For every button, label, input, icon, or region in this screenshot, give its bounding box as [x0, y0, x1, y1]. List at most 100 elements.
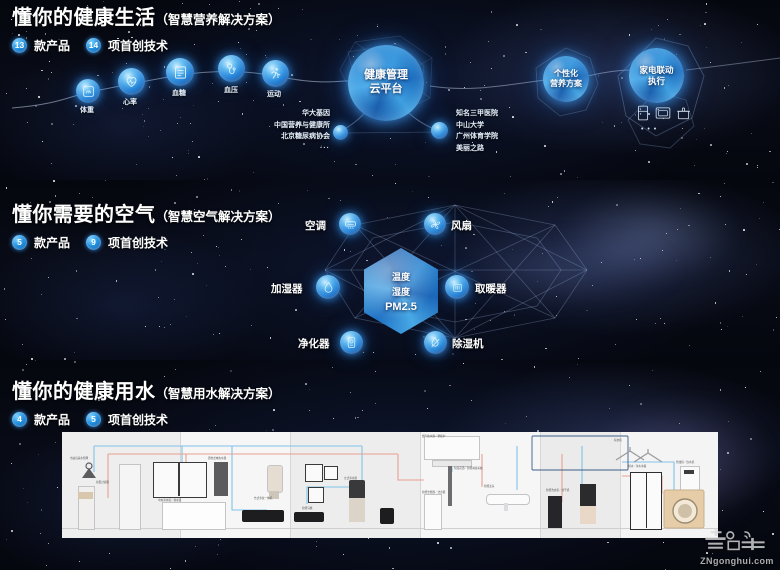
water-title-sub: （智慧用水解决方案）	[155, 387, 281, 401]
dispenser-base	[269, 491, 279, 499]
fridge-door-divider	[646, 472, 648, 528]
water-section-header: 懂你的健康用水（智慧用水解决方案） 4 款产品 5 项首创技术	[12, 382, 281, 428]
furniture-sofa	[242, 510, 284, 522]
air-title-main: 懂你需要的空气	[12, 204, 156, 226]
node-humidifier[interactable]	[316, 275, 340, 299]
node-heart-rate[interactable]	[118, 68, 145, 95]
appliance-linkage-line-2: 执行	[647, 75, 665, 86]
air-network-mesh	[324, 204, 588, 339]
node-blood-pressure[interactable]	[218, 55, 245, 82]
heart-rate-icon	[126, 77, 137, 88]
health-cloud-platform-hub[interactable]: 健康管理 云平台	[348, 45, 424, 121]
air-tech-count-badge: 9	[86, 235, 102, 250]
nutrition-section-title: 懂你的健康生活（智慧营养解决方案）	[12, 8, 281, 28]
appliance-hexagon-outline	[617, 37, 705, 149]
node-heater-label: 取暖器	[475, 283, 507, 295]
node-fan[interactable]	[424, 213, 446, 235]
home-water-system-diagram: 市政自来水管网 前置过滤器 中央净水机／软水机 即热式电热水器 台式净饮一体机 …	[62, 432, 718, 538]
appliance-more-indicator: • • •	[641, 126, 658, 133]
appliance-linkage-line-1: 家电联动	[639, 64, 674, 75]
node-heater[interactable]	[445, 275, 469, 299]
appliance-kitchen-cabinet	[153, 462, 207, 498]
wall-divider	[420, 432, 421, 538]
node-dehumidifier-label: 除湿机	[452, 338, 484, 350]
scale-icon	[82, 85, 94, 97]
partner-right-2: 中山大学	[456, 121, 484, 129]
air-purifier-icon	[347, 337, 356, 348]
appliance-water-heater	[214, 462, 228, 496]
air-product-count-badge: 5	[12, 235, 27, 250]
refrigerator-icon[interactable]	[636, 105, 650, 121]
washing-machine-icon	[663, 489, 705, 529]
partners-right-list: 知名三甲医院 中山大学 广州体育学院 美丽之路	[456, 108, 498, 154]
node-air-purifier-label: 净化器	[298, 338, 330, 350]
floor-line	[62, 528, 718, 529]
node-humidifier-label: 加湿器	[271, 283, 303, 295]
schematic-annotation: 燃气热水器／壁挂炉	[422, 435, 446, 438]
purifier-display	[684, 470, 694, 474]
trash-bin	[380, 508, 394, 524]
node-weight[interactable]	[76, 79, 100, 103]
rice-cooker-icon[interactable]	[676, 105, 691, 121]
water-meter-icon	[82, 462, 96, 478]
node-air-conditioner-label: 空调	[305, 220, 326, 232]
node-exercise[interactable]	[262, 60, 289, 87]
nutrition-product-count-label: 款产品	[34, 39, 71, 53]
clothes-hanger-icons	[615, 447, 663, 463]
water-product-count-label: 款产品	[34, 413, 71, 427]
dehumidifier-icon	[431, 336, 440, 348]
air-core-hexagon[interactable]: 温度 湿度 PM2.5	[364, 248, 438, 334]
basin-drain	[504, 503, 508, 511]
node-weight-label: 体重	[80, 107, 94, 114]
node-partners-left[interactable]	[333, 125, 348, 140]
partners-left-list: 华大基因 中国营养与健康所 北京糖尿病协会 ···	[265, 108, 330, 154]
appliance-washer-panel	[580, 484, 596, 510]
nutrition-tech-count-badge: 14	[86, 38, 102, 53]
water-section-title: 懂你的健康用水（智慧用水解决方案）	[12, 382, 281, 402]
water-pipe-network	[85, 435, 675, 524]
appliance-water-softener	[119, 464, 141, 530]
bathroom-shelf	[432, 460, 472, 467]
node-blood-glucose-label: 血糖	[172, 90, 186, 97]
personalized-nutrition-plan-node[interactable]: 个性化 营养方案	[543, 56, 589, 102]
appliance-water-dispenser	[267, 465, 283, 493]
partner-right-1: 知名三甲医院	[456, 110, 498, 117]
nutrition-section-header: 懂你的健康生活（智慧营养解决方案） 13 款产品 14 项首创技术	[12, 8, 281, 54]
fan-icon	[430, 219, 440, 229]
schematic-annotation: 立式净水器	[344, 477, 357, 480]
oven-icon[interactable]	[655, 105, 671, 121]
washer-lower	[580, 506, 596, 524]
appliance-sink-counter	[162, 502, 226, 530]
wall-frame	[308, 487, 324, 503]
schematic-annotation: 管线机／饮水机	[676, 461, 695, 464]
water-stats: 4 款产品 5 项首创技术	[12, 411, 281, 428]
node-dehumidifier[interactable]	[424, 331, 447, 354]
water-tech-count-badge: 5	[86, 412, 102, 427]
schematic-annotation: 制冰／净水冰箱	[628, 465, 647, 468]
schematic-annotation: 台式净饮一体机	[254, 497, 273, 500]
schematic-annotation: 智能坐便器／洁身器	[422, 491, 446, 494]
nutrition-stats: 13 款产品 14 项首创技术	[12, 37, 281, 54]
air-metric-humidity: 湿度	[391, 286, 410, 297]
nutrition-product-count-badge: 13	[12, 38, 27, 53]
nutrition-node-halo-left	[535, 47, 599, 117]
zhineng-gonghui-logo-icon	[705, 529, 765, 551]
personalized-plan-line-1: 个性化	[554, 69, 578, 78]
shower-column	[448, 466, 452, 506]
appliance-linkage-node[interactable]: 家电联动 执行	[629, 48, 684, 103]
partner-left-2: 中国营养与健康所	[274, 121, 330, 129]
partner-right-4: 美丽之路	[456, 144, 484, 152]
blood-glucose-icon	[174, 65, 186, 79]
tank-level-indicator	[78, 492, 93, 499]
hub-line-2: 云平台	[369, 83, 403, 95]
node-air-conditioner[interactable]	[339, 213, 361, 235]
node-partners-right[interactable]	[431, 122, 448, 139]
water-product-count-badge: 4	[12, 412, 27, 427]
exercise-icon	[271, 68, 281, 79]
schematic-annotation: 智能龙头	[484, 485, 495, 488]
node-air-purifier[interactable]	[340, 331, 363, 354]
wall-divider	[290, 432, 291, 538]
schematic-annotation: 智能洗衣机／烘干机	[546, 489, 570, 492]
heater-icon	[452, 283, 462, 292]
node-blood-glucose[interactable]	[166, 58, 194, 86]
